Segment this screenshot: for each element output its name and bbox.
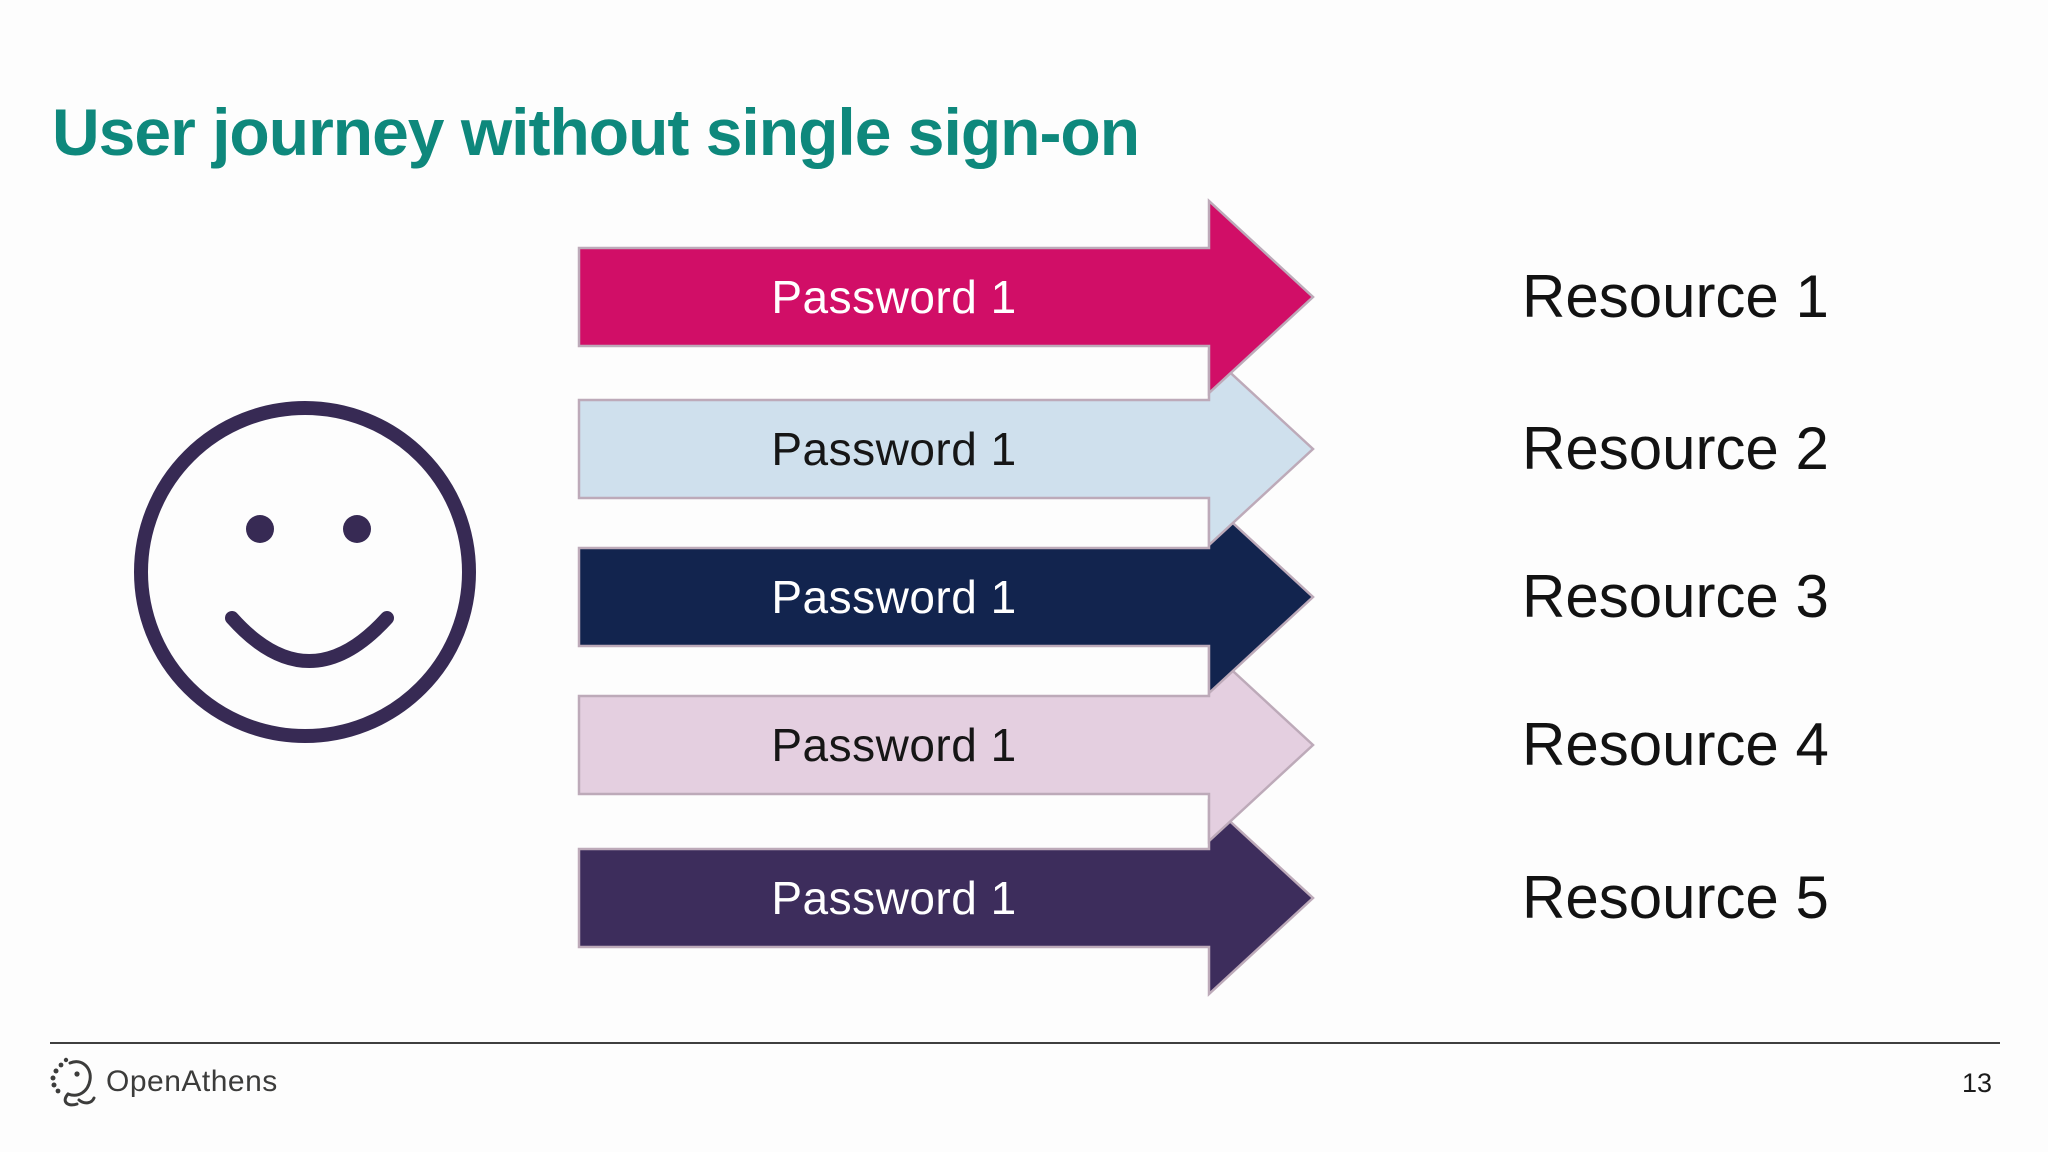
resource-label-2: Resource 2 [1522, 415, 1829, 482]
resource-label-3: Resource 3 [1522, 563, 1829, 630]
password-label: Password 1 [771, 872, 1017, 924]
smiley-right-eye [343, 515, 371, 543]
smiley-left-eye [246, 515, 274, 543]
page-number: 13 [1961, 1068, 1992, 1098]
password-arrow-2: Password 1 [576, 349, 1318, 549]
arrow-shape [577, 198, 1315, 396]
password-arrow-4: Password 1 [576, 645, 1318, 845]
password-arrow-1: Password 1 [576, 197, 1318, 397]
openathens-logo: OpenAthens [46, 1054, 278, 1110]
footer-divider [50, 1042, 2000, 1044]
password-label: Password 1 [771, 423, 1017, 475]
smiley-face-icon [134, 401, 476, 743]
resource-label-1: Resource 1 [1522, 263, 1829, 330]
slide-title: User journey without single sign-on [52, 95, 1140, 170]
password-label: Password 1 [771, 271, 1017, 323]
resource-label-5: Resource 5 [1522, 864, 1829, 931]
password-label: Password 1 [771, 719, 1017, 771]
smiley-smile [225, 611, 394, 668]
password-arrow-3: Password 1 [576, 497, 1318, 697]
openathens-owl-icon [50, 1057, 96, 1107]
openathens-logo-text: OpenAthens [106, 1065, 278, 1098]
resource-label-4: Resource 4 [1522, 711, 1829, 778]
password-label: Password 1 [771, 571, 1017, 623]
